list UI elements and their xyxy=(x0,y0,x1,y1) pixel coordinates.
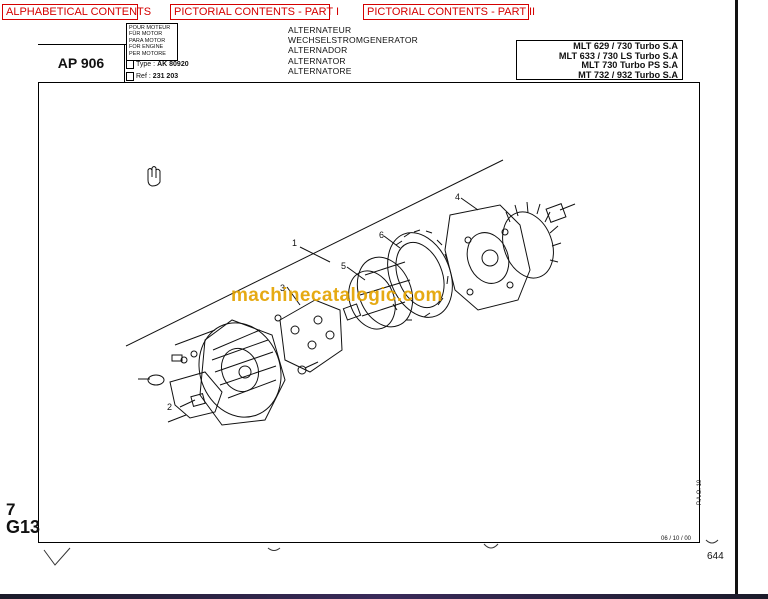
callout-leader-1 xyxy=(299,246,331,263)
part-title: WECHSELSTROMGENERATOR xyxy=(288,35,418,46)
scribble-glyph-icon xyxy=(267,547,281,551)
model-name: MLT 633 / 730 LS Turbo S.A xyxy=(558,50,678,61)
small-hardware-parts xyxy=(138,314,319,386)
callout-3: 3 xyxy=(280,283,286,293)
motor-label: PARA MOTOR xyxy=(129,37,166,44)
fan-pulley-part xyxy=(502,201,576,279)
watermark-text: machinecatalogic.com xyxy=(231,285,443,306)
section-code: G13 xyxy=(6,517,41,537)
callout-2: 2 xyxy=(167,402,173,412)
callout-leader-4 xyxy=(460,197,479,211)
part-title: ALTERNATOR xyxy=(288,55,346,66)
callout-1: 1 xyxy=(292,238,298,248)
ref-label: Ref : xyxy=(136,73,151,80)
section-number: 7 xyxy=(6,500,16,519)
drawing-frame xyxy=(38,82,700,543)
part-title-list: ALTERNATEUR WECHSELSTROMGENERATOR ALTERN… xyxy=(288,25,418,76)
parts-sheet-code: AP 906 xyxy=(38,44,125,82)
type-value: AK 80920 xyxy=(157,61,189,68)
part-title: ALTERNATEUR xyxy=(288,25,352,35)
motor-label: FÜR MOTOR xyxy=(129,31,163,38)
assembly-axis-line xyxy=(125,159,504,347)
part-title: ALTERNADOR xyxy=(288,45,348,56)
model-name: MLT 730 Turbo PS S.A xyxy=(581,60,678,71)
nav-pictorial-contents-part-1[interactable]: PICTORIAL CONTENTS - PART I xyxy=(170,4,339,20)
rotor-part xyxy=(342,256,414,330)
checkbox-square-icon xyxy=(126,60,134,69)
scribble-glyph-icon xyxy=(705,539,719,544)
pao-stamp: P.A.O. 10 xyxy=(697,479,703,505)
stator-part xyxy=(387,229,453,321)
window-scrollbar[interactable] xyxy=(735,0,738,599)
front-housing-part xyxy=(444,204,531,311)
model-name: MLT 629 / 730 Turbo S.A xyxy=(573,41,678,51)
engine-ref-row: Ref : 231 203 xyxy=(126,72,178,81)
type-label: Type : xyxy=(136,61,156,68)
rear-housing-part xyxy=(198,319,286,426)
checkbox-square-icon xyxy=(126,72,134,81)
rectifier-plate-part xyxy=(279,299,343,373)
page-number: 644 xyxy=(707,551,724,562)
callout-6: 6 xyxy=(379,230,385,240)
callout-leader-5 xyxy=(346,266,366,281)
part-title: ALTERNATORE xyxy=(288,65,352,76)
motor-label: POUR MOTEUR xyxy=(129,25,171,31)
model-name: MT 732 / 932 Turbo S.A xyxy=(578,69,678,80)
hand-cursor-icon xyxy=(147,166,161,187)
scribble-glyph-icon xyxy=(483,543,499,549)
motor-label: PER MOTORE xyxy=(129,50,166,57)
ref-value: 231 203 xyxy=(152,73,179,80)
checkmark-glyph-icon xyxy=(43,547,71,566)
date-code: 06 / 10 / 00 xyxy=(661,536,692,542)
header-rule xyxy=(38,44,126,45)
nav-pictorial-contents-part-2[interactable]: PICTORIAL CONTENTS - PART II xyxy=(363,4,535,20)
nav-alphabetical-contents[interactable]: ALPHABETICAL CONTENTS xyxy=(2,4,151,20)
callout-4: 4 xyxy=(455,192,461,202)
model-list-box: MLT 629 / 730 Turbo S.A MLT 633 / 730 LS… xyxy=(516,40,683,80)
callout-leader-6 xyxy=(383,235,401,249)
callout-leader-2 xyxy=(179,399,196,408)
drawing-frame-top xyxy=(38,82,699,83)
engine-label-box: POUR MOTEUR FÜR MOTOR PARA MOTOR FOR ENG… xyxy=(126,23,178,61)
callout-5: 5 xyxy=(341,261,347,271)
taskbar-strip xyxy=(0,594,768,599)
motor-label: FOR ENGINE xyxy=(129,44,164,51)
engine-type-row: Type : AK 80920 xyxy=(126,60,189,69)
callout-leader-3 xyxy=(286,286,301,306)
